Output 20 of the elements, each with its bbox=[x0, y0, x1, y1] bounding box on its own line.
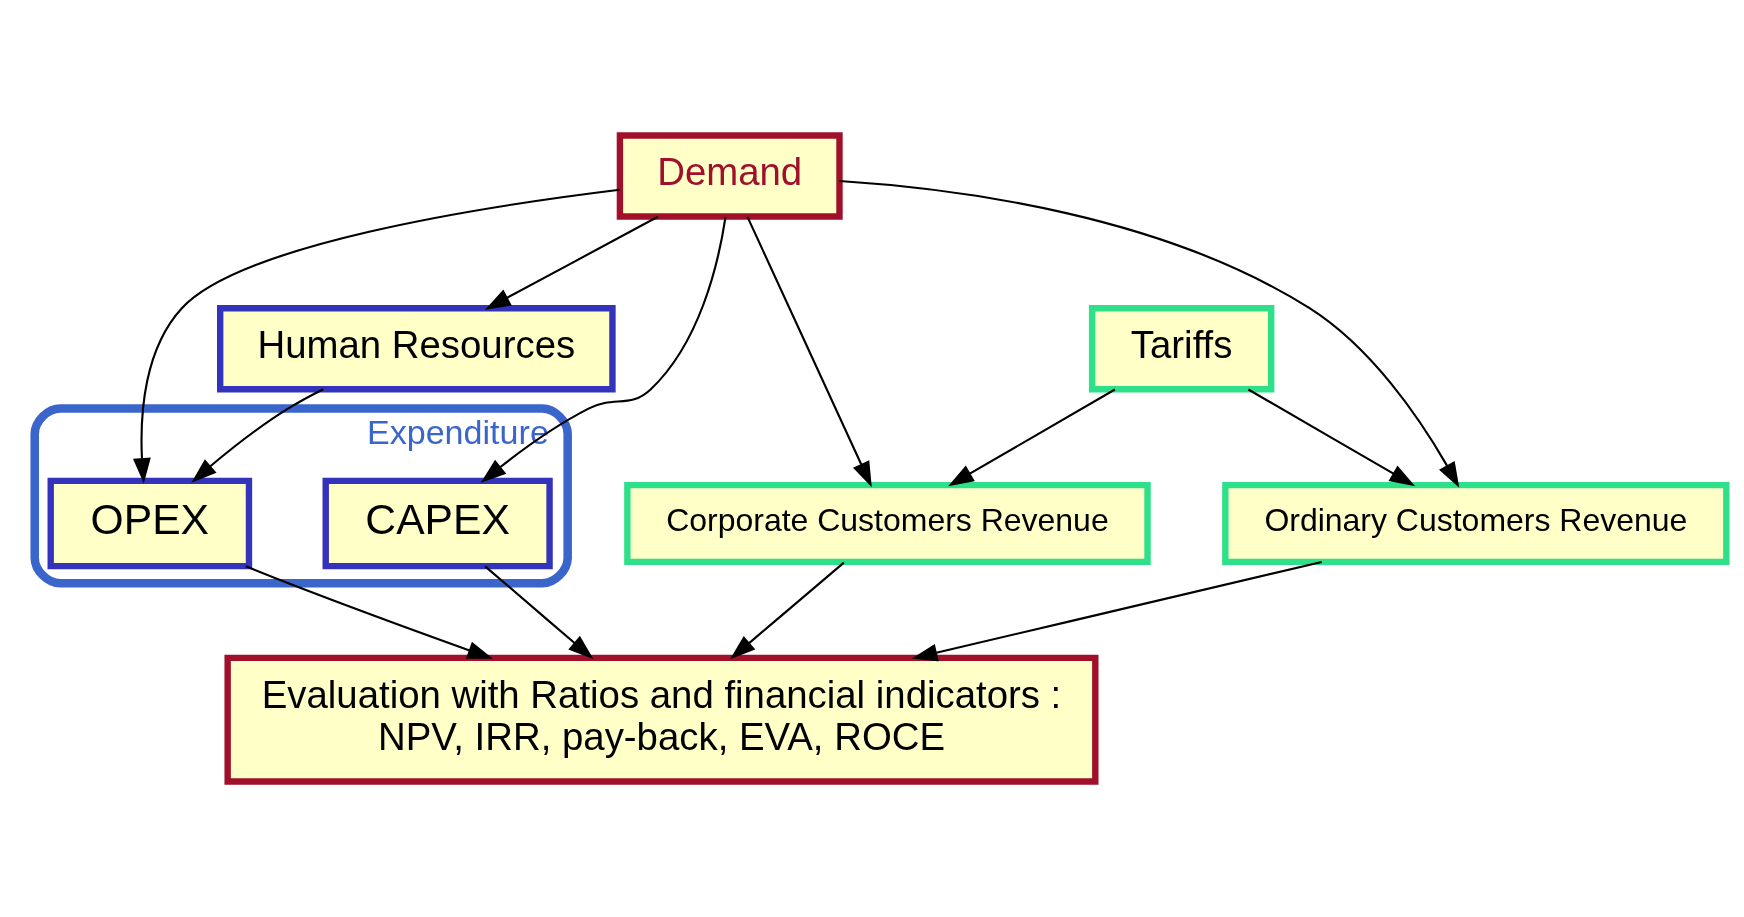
node-box: CAPEX bbox=[322, 477, 553, 570]
arrow bbox=[1247, 388, 1416, 487]
arrow bbox=[746, 216, 872, 488]
node-box: Tariffs bbox=[1088, 305, 1275, 393]
arrow bbox=[484, 565, 594, 660]
arrow bbox=[485, 215, 659, 310]
node-box: OPEX bbox=[47, 477, 253, 570]
node-box: Corporate Customers Revenue bbox=[624, 481, 1151, 566]
node-box: Ordinary Customers Revenue bbox=[1222, 481, 1730, 566]
node-box: Demand bbox=[616, 132, 843, 220]
arrow bbox=[480, 217, 727, 483]
node-box: Evaluation with Ratios and financial indicators : NPV, IRR, pay-back, EVA, ROCE bbox=[224, 654, 1099, 785]
arrow bbox=[133, 188, 620, 484]
arrow bbox=[245, 565, 493, 659]
arrow bbox=[948, 388, 1116, 487]
arrow bbox=[911, 560, 1322, 662]
arrow bbox=[730, 561, 845, 660]
arrow bbox=[191, 388, 324, 483]
node-box: Human Resources bbox=[217, 305, 616, 393]
arrow bbox=[839, 179, 1460, 488]
